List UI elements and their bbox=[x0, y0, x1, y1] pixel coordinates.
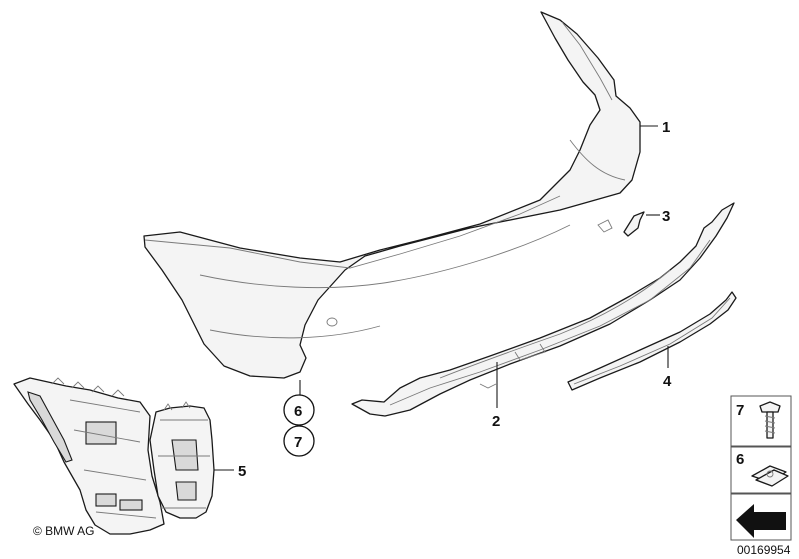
bracket-right[interactable] bbox=[149, 401, 215, 519]
legend-box-screw: 7 bbox=[730, 395, 792, 447]
clip-part[interactable] bbox=[623, 211, 645, 237]
callout-4: 4 bbox=[663, 373, 672, 390]
legend-label-7: 7 bbox=[736, 402, 744, 419]
trim-strip[interactable] bbox=[567, 291, 737, 391]
copyright-text: © BMW AG bbox=[33, 524, 95, 538]
screw-icon bbox=[759, 401, 781, 439]
callout-7-ring bbox=[283, 425, 315, 457]
callout-5: 5 bbox=[238, 463, 246, 480]
callout-6-circle: 6 bbox=[294, 403, 302, 420]
legend-label-6: 6 bbox=[736, 451, 744, 468]
rear-bumper-panel[interactable] bbox=[143, 11, 641, 379]
bracket-left[interactable] bbox=[13, 377, 165, 535]
diagram-number: 00169954 bbox=[737, 543, 791, 557]
rear-diffuser[interactable] bbox=[351, 202, 735, 417]
callout-7-circle: 7 bbox=[294, 434, 302, 451]
callout-3: 3 bbox=[662, 208, 670, 225]
legend-box-arrow bbox=[730, 493, 792, 541]
clip-nut-icon bbox=[751, 465, 789, 487]
callout-6-ring bbox=[283, 394, 315, 426]
direction-arrow-icon bbox=[736, 504, 786, 538]
callout-2: 2 bbox=[492, 413, 500, 430]
callout-1: 1 bbox=[662, 119, 670, 136]
legend-box-clip-nut: 6 bbox=[730, 446, 792, 494]
